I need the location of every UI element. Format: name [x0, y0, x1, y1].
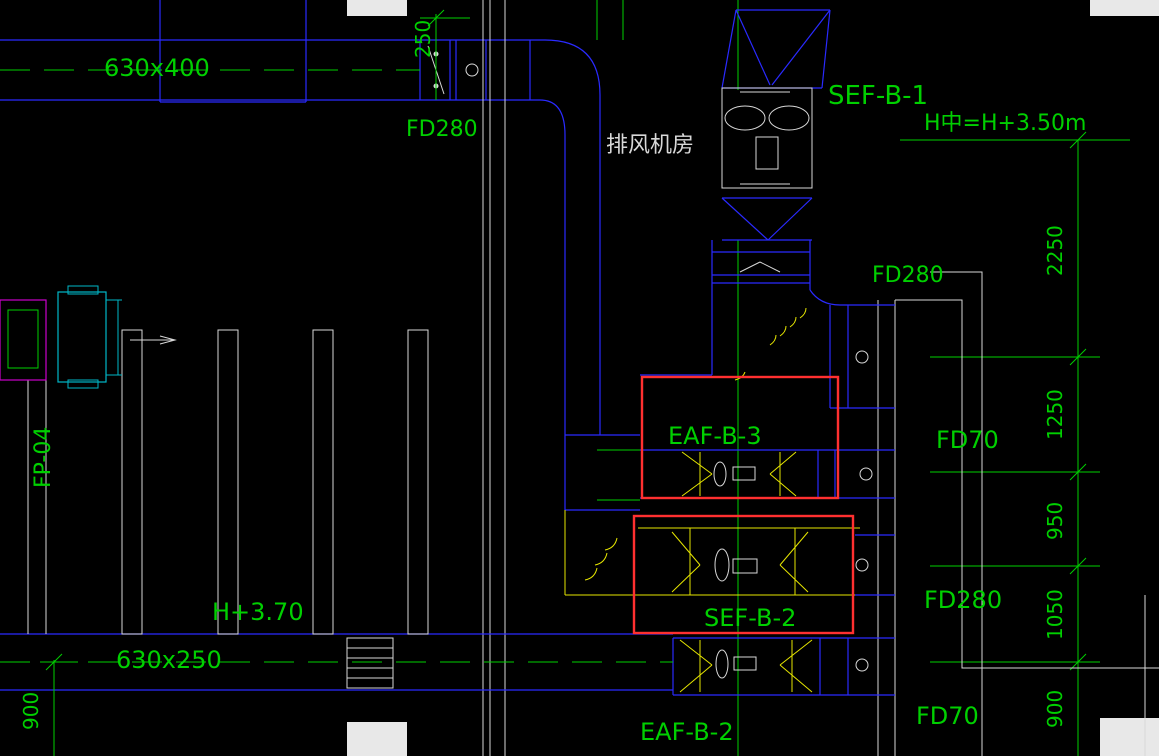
fp04-unit: [0, 285, 177, 389]
label-fd280-top: FD280: [406, 117, 478, 142]
label-fd70-right: FD70: [936, 426, 999, 454]
right-dimension-chain: [900, 131, 1130, 756]
vertical-duct-right: [640, 240, 895, 409]
highlight-box-eaf-b3: [640, 375, 840, 500]
label-sef-b1: SEF-B-1: [828, 81, 928, 111]
label-fp04: FP-04: [31, 427, 56, 488]
damper-symbol-right: [855, 350, 869, 364]
label-dim-250: 250: [411, 20, 435, 58]
eaf-b2-unit: [672, 637, 895, 696]
label-room: 排风机房: [606, 133, 694, 158]
label-dim-950: 950: [1043, 502, 1067, 540]
sef-b2-unit: [564, 510, 895, 596]
damper-blade-right: [739, 261, 781, 273]
label-dim-2250: 2250: [1043, 225, 1067, 276]
label-sef-b2: SEF-B-2: [704, 604, 796, 632]
label-dim-1250: 1250: [1043, 389, 1067, 440]
bottom-duct: [0, 633, 673, 691]
corner-block-bottom-left: [347, 722, 407, 756]
label-duct-bottom: 630x250: [116, 646, 222, 674]
label-fd70-bottom: FD70: [916, 702, 979, 730]
corner-block-top-right: [1090, 0, 1159, 16]
label-eaf-b2: EAF-B-2: [640, 718, 734, 746]
sef-b1-fan-box: [721, 87, 813, 189]
label-h-center: H中=H+3.50m: [924, 111, 1086, 136]
highlight-box-sef-b2: [632, 514, 855, 635]
structure-lines: [482, 0, 896, 756]
eaf-b3-unit: [640, 449, 895, 499]
sef-b1-fan-symbol: [724, 91, 810, 185]
label-fd280-right: FD280: [872, 263, 944, 288]
corner-block-top-left: [347, 0, 407, 16]
damper-symbol-top: [465, 63, 479, 77]
corner-block-bottom-right: [1100, 718, 1159, 756]
left-dimension: [40, 653, 78, 756]
label-fd280-right2: FD280: [924, 586, 1002, 614]
grille-bottom: [346, 637, 394, 689]
label-duct-top: 630x400: [104, 54, 210, 82]
label-dim-900-left: 900: [19, 692, 43, 730]
right-outline: [895, 271, 1159, 756]
label-dim-900-right: 900: [1043, 690, 1067, 728]
label-dim-1050: 1050: [1043, 589, 1067, 640]
top-duct: [0, 0, 640, 511]
left-columns: [27, 329, 429, 635]
turning-vanes-right: [734, 307, 807, 381]
label-h370: H+3.70: [212, 598, 304, 626]
top-dimension: [420, 9, 470, 100]
label-eaf-b3: EAF-B-3: [668, 422, 762, 450]
